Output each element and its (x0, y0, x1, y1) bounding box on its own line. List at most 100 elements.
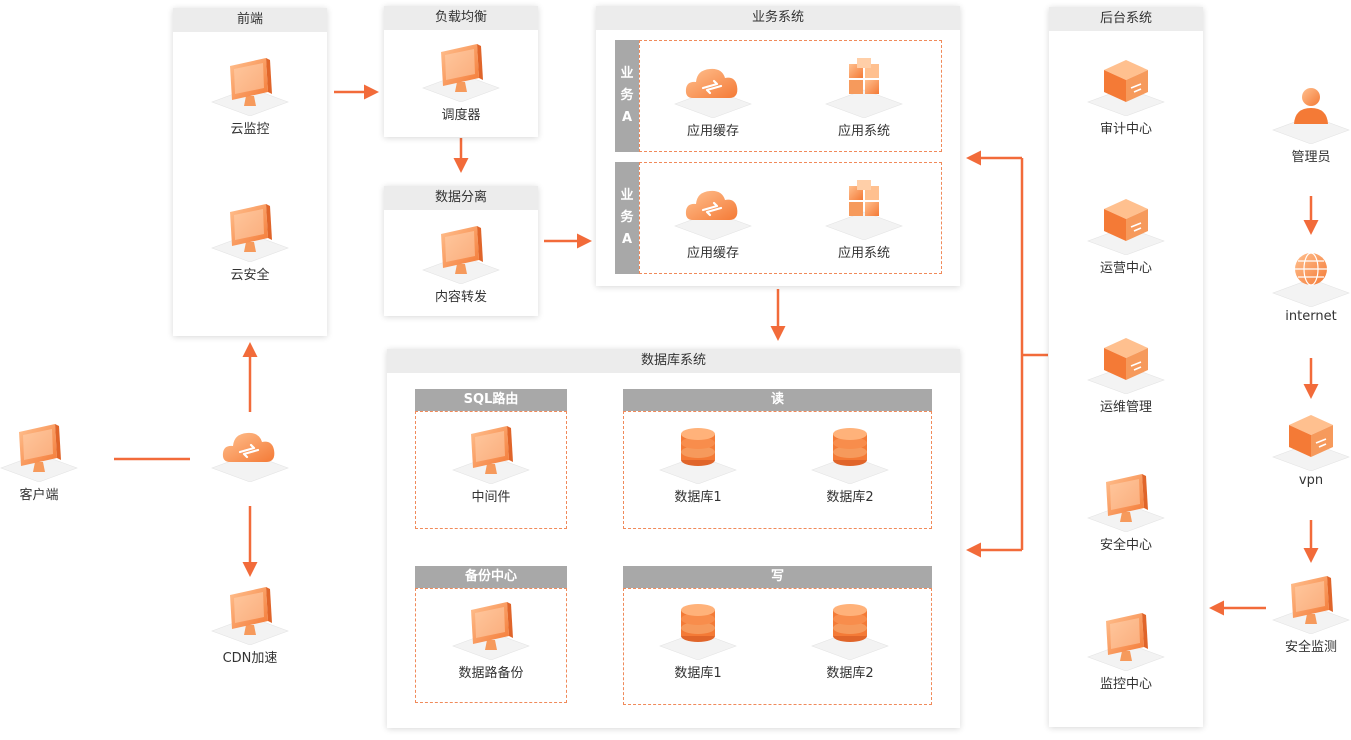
load-balance-title: 负载均衡 (384, 6, 538, 30)
scheduler-label: 调度器 (441, 108, 481, 123)
security-center-node[interactable]: 安全中心 (1071, 472, 1181, 553)
write-header: 写 (623, 566, 932, 588)
write-db2-node[interactable]: 数据库2 (795, 600, 905, 681)
write-db2-label: 数据库2 (826, 666, 874, 681)
write-box (623, 588, 932, 705)
read-db2-node[interactable]: 数据库2 (795, 424, 905, 505)
monitor-shield-icon (1086, 472, 1166, 532)
cloud-sync-icon (673, 180, 753, 240)
cloud-icon (210, 422, 290, 482)
vpn-node[interactable]: vpn (1256, 411, 1351, 488)
stacked-boxes-icon (824, 58, 904, 118)
ops-management-label: 运维管理 (1099, 400, 1152, 415)
app-system-label-1: 应用系统 (837, 124, 890, 139)
security-monitor-label: 安全监测 (1284, 640, 1337, 655)
database-icon (810, 600, 890, 660)
app-cache-label-1: 应用缓存 (686, 124, 739, 139)
monitor-middleware-icon (451, 424, 531, 484)
cdn-label: CDN加速 (222, 651, 278, 666)
middleware-label: 中间件 (471, 490, 511, 505)
cloud-monitor-node[interactable]: 云监控 (195, 56, 305, 137)
backup-box (415, 588, 567, 703)
admin-node[interactable]: 管理员 (1256, 84, 1351, 165)
content-forward-node[interactable]: 内容转发 (406, 224, 516, 305)
person-icon (1271, 84, 1351, 144)
cdn-node[interactable]: CDN加速 (195, 585, 305, 666)
operation-center-node[interactable]: 运营中心 (1071, 195, 1181, 276)
business-group-2 (639, 162, 942, 274)
app-system-node-1[interactable]: 应用系统 (809, 58, 919, 139)
cloud-node[interactable] (195, 422, 305, 482)
monitor-backup-icon (451, 600, 531, 660)
audit-cube-icon (1086, 56, 1166, 116)
vpn-label: vpn (1298, 473, 1324, 488)
write-db1-node[interactable]: 数据库1 (643, 600, 753, 681)
monitor-shield-icon (1271, 574, 1351, 634)
internet-node[interactable]: internet (1256, 247, 1351, 324)
audit-center-label: 审计中心 (1099, 122, 1152, 137)
security-monitor-node[interactable]: 安全监测 (1256, 574, 1351, 655)
write-db1-label: 数据库1 (674, 666, 722, 681)
ops-management-node[interactable]: 运维管理 (1071, 334, 1181, 415)
frontend-title: 前端 (173, 8, 327, 32)
frontend-panel: 前端 (173, 8, 327, 336)
app-cache-label-2: 应用缓存 (686, 246, 739, 261)
client-label: 客户端 (19, 488, 59, 503)
operation-center-label: 运营中心 (1099, 261, 1152, 276)
backend-panel: 后台系统 (1049, 7, 1203, 727)
read-db1-label: 数据库1 (674, 490, 722, 505)
sql-router-header: SQL路由 (415, 389, 567, 411)
middleware-node[interactable]: 中间件 (436, 424, 546, 505)
admin-label: 管理员 (1291, 150, 1331, 165)
cloud-monitor-label: 云监控 (230, 122, 270, 137)
monitor-network-icon (210, 585, 290, 645)
internet-label: internet (1285, 309, 1337, 324)
monitor-network-icon (421, 224, 501, 284)
globe-icon (1271, 247, 1351, 307)
monitoring-center-label: 监控中心 (1099, 677, 1152, 692)
tools-cube-icon (1086, 334, 1166, 394)
vpn-cube-icon (1271, 411, 1351, 471)
monitor-chart-icon (1086, 611, 1166, 671)
chart-cube-icon (1086, 195, 1166, 255)
sql-router-box (415, 411, 567, 529)
client-node[interactable]: 客户端 (0, 422, 94, 503)
read-db2-label: 数据库2 (826, 490, 874, 505)
database-panel: 数据库系统 (387, 349, 960, 728)
monitor-icon (0, 422, 79, 482)
read-box (623, 411, 932, 529)
database-icon (658, 424, 738, 484)
business-title: 业务系统 (596, 6, 960, 30)
cloud-security-node[interactable]: 云安全 (195, 202, 305, 283)
security-center-label: 安全中心 (1099, 538, 1152, 553)
business-panel: 业务系统 (596, 6, 960, 286)
cloud-security-label: 云安全 (230, 268, 270, 283)
content-forward-label: 内容转发 (434, 290, 487, 305)
data-backup-label: 数据路备份 (458, 666, 524, 681)
app-system-label-2: 应用系统 (837, 246, 890, 261)
database-icon (658, 600, 738, 660)
read-db1-node[interactable]: 数据库1 (643, 424, 753, 505)
monitor-shield-icon (210, 202, 290, 262)
read-header: 读 (623, 389, 932, 411)
monitoring-center-node[interactable]: 监控中心 (1071, 611, 1181, 692)
monitor-chart-icon (210, 56, 290, 116)
app-cache-node-2[interactable]: 应用缓存 (658, 180, 768, 261)
database-icon (810, 424, 890, 484)
monitor-switch-icon (421, 42, 501, 102)
audit-center-node[interactable]: 审计中心 (1071, 56, 1181, 137)
cloud-sync-icon (673, 58, 753, 118)
database-title: 数据库系统 (387, 349, 960, 373)
stacked-boxes-icon (824, 180, 904, 240)
data-backup-node[interactable]: 数据路备份 (436, 600, 546, 681)
scheduler-node[interactable]: 调度器 (406, 42, 516, 123)
backend-title: 后台系统 (1049, 7, 1203, 31)
business-group-1 (639, 40, 942, 152)
data-split-title: 数据分离 (384, 186, 538, 210)
app-system-node-2[interactable]: 应用系统 (809, 180, 919, 261)
app-cache-node-1[interactable]: 应用缓存 (658, 58, 768, 139)
backup-header: 备份中心 (415, 566, 567, 588)
